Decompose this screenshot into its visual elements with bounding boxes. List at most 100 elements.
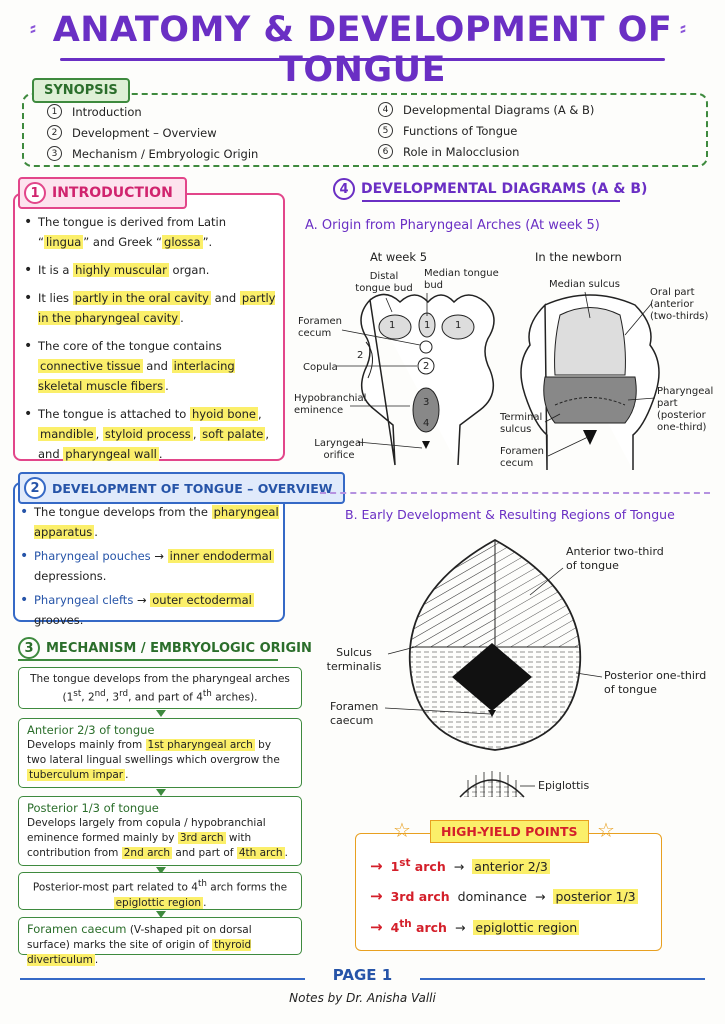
section-title: MECHANISM / EMBRYOLOGIC ORIGIN — [46, 640, 312, 656]
hypobranchial-label: Hypobranchial eminence — [294, 393, 367, 416]
laryngeal-orifice-label: Laryngeal orifice — [314, 438, 364, 461]
week5-label: At week 5 — [370, 250, 428, 264]
region-number: 1 — [389, 320, 396, 331]
diagram-a-title: A. Origin from Pharyngeal Arches (At wee… — [305, 218, 600, 233]
title-underline — [60, 58, 665, 61]
oral-part-label: Oral part (anterior (two-thirds) — [650, 287, 709, 322]
copula-label: Copula — [303, 362, 338, 373]
region-number: 3 — [423, 397, 430, 408]
synopsis-item-label: Developmental Diagrams (A & B) — [403, 102, 595, 117]
diagram-b-title: B. Early Development & Resulting Regions… — [345, 507, 675, 522]
synopsis-item: 3 Mechanism / Embryologic Origin — [47, 143, 258, 164]
arrow-down-icon — [156, 710, 166, 717]
page-number: PAGE 1 — [332, 966, 393, 984]
region-number: 2 — [357, 350, 364, 361]
number-circle-icon: 2 — [47, 125, 62, 140]
diagrams-heading: 4 DEVELOPMENTAL DIAGRAMS (A & B) — [333, 178, 647, 200]
foramen-caecum-label: Foramen caecum — [330, 700, 379, 727]
list-item: The core of the tongue contains connecti… — [24, 336, 276, 396]
foramen-cecum-label: Foramen cecum — [298, 316, 342, 339]
introduction-list: The tongue is derived from Latin “lingua… — [24, 212, 276, 472]
section-number-badge: 3 — [18, 637, 40, 659]
high-yield-item: → 4th arch → epiglottic region — [370, 918, 580, 936]
list-item: The tongue is attached to hyoid bone, ma… — [24, 404, 276, 464]
high-yield-item: → 1st arch → anterior 2/3 — [370, 857, 550, 875]
synopsis-item: 4 Developmental Diagrams (A & B) — [378, 99, 594, 120]
synopsis-item-label: Introduction — [72, 104, 142, 119]
posterior-one-third-label: Posterior one-third of tongue — [604, 669, 707, 696]
flow-box-title: Posterior 1/3 of tongue — [27, 801, 159, 815]
section-number-badge: 1 — [24, 182, 46, 204]
tongue-regions-diagram — [408, 538, 582, 798]
flow-box-posterior: Posterior 1/3 of tongue Develops largely… — [18, 796, 302, 866]
sparkle-right-icon: ⸗ — [680, 18, 686, 39]
star-icon: ☆ — [597, 818, 615, 842]
number-circle-icon: 6 — [378, 144, 393, 159]
introduction-heading: 1 INTRODUCTION — [18, 177, 187, 209]
section-title: DEVELOPMENTAL DIAGRAMS (A & B) — [361, 181, 648, 197]
synopsis-item-label: Role in Malocclusion — [403, 144, 520, 159]
section-title: INTRODUCTION — [52, 185, 173, 201]
list-item: It lies partly in the oral cavity and pa… — [24, 288, 276, 328]
list-item: The tongue is derived from Latin “lingua… — [24, 212, 276, 252]
development-heading: 2 DEVELOPMENT OF TONGUE – OVERVIEW — [18, 472, 345, 504]
mechanism-underline — [18, 659, 278, 661]
sulcus-terminalis-label: Sulcus terminalis — [326, 646, 382, 673]
region-number: 2 — [423, 361, 430, 372]
median-bud-label: Median tongue bud — [424, 268, 499, 291]
epiglottis-label: Epiglottis — [538, 779, 590, 792]
list-item: The tongue develops from the pharyngeal … — [20, 502, 282, 542]
section-number-badge: 2 — [24, 477, 46, 499]
synopsis-item-label: Mechanism / Embryologic Origin — [72, 146, 259, 161]
list-item: Pharyngeal pouches → inner endodermal de… — [20, 546, 282, 586]
anterior-two-third-label: Anterior two-third of tongue — [566, 545, 664, 572]
number-circle-icon: 3 — [47, 146, 62, 161]
number-circle-icon: 1 — [47, 104, 62, 119]
arrow-right-icon: → — [370, 857, 383, 875]
sparkle-left-icon: ⸗ — [30, 18, 36, 39]
section-title: DEVELOPMENT OF TONGUE – OVERVIEW — [52, 480, 333, 496]
synopsis-label: SYNOPSIS — [32, 78, 130, 103]
list-item: Pharyngeal clefts → outer ectodermal gro… — [20, 590, 282, 630]
flow-box-anterior: Anterior 2/3 of tongue Develops mainly f… — [18, 718, 302, 788]
mechanism-heading: 3 MECHANISM / EMBRYOLOGIC ORIGIN — [18, 637, 312, 659]
synopsis-box — [22, 93, 708, 167]
synopsis-item-label: Development – Overview — [72, 125, 217, 140]
section-divider — [320, 492, 710, 494]
foramen-cecum-label: Foramen cecum — [500, 446, 544, 469]
terminal-sulcus-label: Terminal sulcus — [500, 412, 543, 435]
synopsis-item-label: Functions of Tongue — [403, 123, 518, 138]
arrow-right-icon: → — [370, 918, 383, 936]
diagrams-underline — [362, 200, 620, 202]
region-number: 1 — [455, 320, 462, 331]
arrow-down-icon — [156, 911, 166, 918]
distal-bud-label: Distal tongue bud — [355, 271, 413, 294]
region-number: 4 — [423, 418, 430, 429]
region-number: 1 — [424, 320, 431, 331]
newborn-label: In the newborn — [535, 250, 622, 264]
flow-box-title: Anterior 2/3 of tongue — [27, 723, 155, 737]
development-list: The tongue develops from the pharyngeal … — [20, 502, 282, 634]
arrow-down-icon — [156, 867, 166, 874]
author-credit: Notes by Dr. Anisha Valli — [289, 991, 436, 1005]
flow-box-foramen: Foramen caecum (V-shaped pit on dorsal s… — [18, 917, 302, 966]
high-yield-label: HIGH-YIELD POINTS — [430, 820, 589, 843]
footer-line-left — [20, 978, 305, 980]
flow-box-arches: The tongue develops from the pharyngeal … — [18, 667, 302, 709]
arrow-down-icon — [156, 789, 166, 796]
star-icon: ☆ — [393, 818, 411, 842]
section-number-badge: 4 — [333, 178, 355, 200]
arrow-right-icon: → — [370, 887, 383, 905]
pharyngeal-part-label: Pharyngeal part (posterior one-third) — [657, 386, 714, 433]
page-title: ANATOMY & DEVELOPMENT OF TONGUE — [52, 10, 673, 90]
number-circle-icon: 4 — [378, 102, 393, 117]
median-sulcus-label: Median sulcus — [549, 279, 620, 290]
flow-box-epiglottic: Posterior-most part related to 4th arch … — [18, 872, 302, 910]
synopsis-item: 6 Role in Malocclusion — [378, 141, 594, 162]
newborn-diagram — [520, 294, 660, 471]
synopsis-item: 2 Development – Overview — [47, 122, 258, 143]
list-item: It is a highly muscular organ. — [24, 260, 276, 280]
